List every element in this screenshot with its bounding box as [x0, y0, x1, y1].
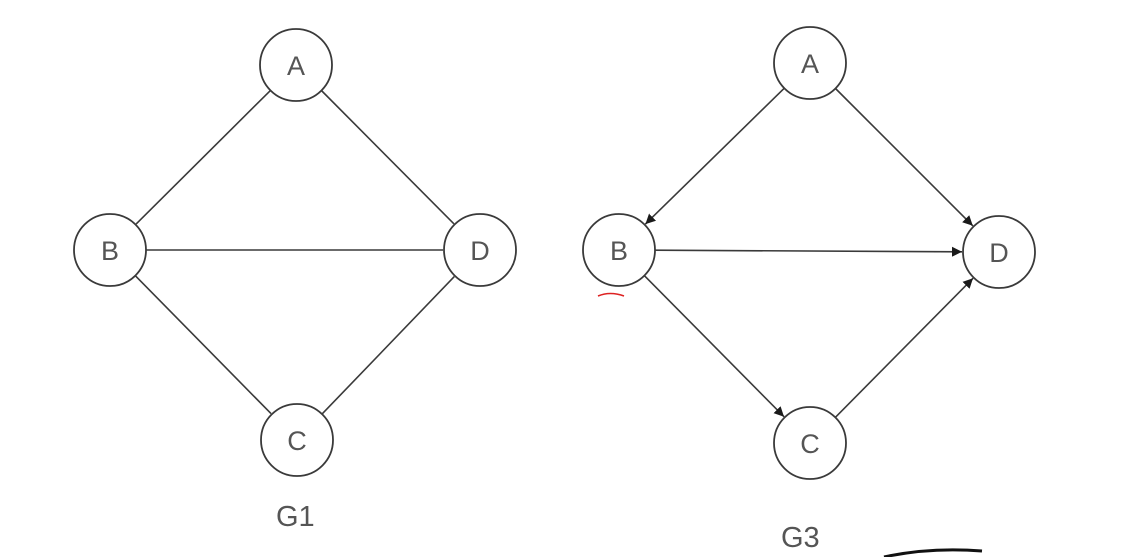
g3-node-label-b: B	[610, 236, 628, 266]
g1-node-label-d: D	[470, 236, 490, 266]
g3-edges	[643, 87, 974, 418]
g1-edge-b-c	[134, 275, 272, 415]
g3-edge-c-d	[834, 277, 974, 418]
g1-node-circle-d	[443, 213, 517, 287]
g1-node-d: D	[443, 213, 517, 287]
g3-edge-b-c	[643, 275, 785, 418]
g3-edge-a-d	[834, 87, 974, 227]
g1-edge-a-d	[320, 89, 455, 225]
g1-node-label-a: A	[287, 51, 305, 81]
graph-caption-g1: G1	[276, 501, 315, 533]
g1-node-circle-b	[73, 213, 147, 287]
g1-node-a: A	[259, 28, 333, 102]
g1-edges	[134, 89, 455, 415]
g1-edge-c-d	[321, 276, 455, 415]
g1-node-label-c: C	[287, 426, 307, 456]
graph-g3: A B C D G3	[582, 26, 1036, 554]
g3-node-circle-b	[582, 213, 656, 287]
g3-node-circle-d	[962, 215, 1036, 289]
graph-g1: A B C D G1	[73, 28, 517, 533]
red-pen-mark	[597, 292, 625, 297]
g1-node-b: B	[73, 213, 147, 287]
g1-nodes: A B C D	[73, 28, 517, 477]
g3-node-c: C	[773, 406, 847, 480]
g3-node-label-d: D	[989, 238, 1009, 268]
black-pen-mark	[883, 548, 983, 557]
g1-node-label-b: B	[101, 236, 119, 266]
graph-caption-g3: G3	[781, 522, 820, 554]
g3-node-circle-c	[773, 406, 847, 480]
g3-node-a: A	[773, 26, 847, 100]
g3-node-circle-a	[773, 26, 847, 100]
g3-nodes: A B C D	[582, 26, 1036, 480]
g1-node-c: C	[260, 403, 334, 477]
g3-node-label-c: C	[800, 429, 820, 459]
g3-node-b: B	[582, 213, 656, 287]
g1-node-circle-c	[260, 403, 334, 477]
g3-node-d: D	[962, 215, 1036, 289]
g3-edge-b-d	[654, 246, 963, 257]
g1-edge-a-b	[135, 89, 272, 225]
g3-edge-a-b	[644, 87, 785, 225]
g1-node-circle-a	[259, 28, 333, 102]
g3-node-label-a: A	[801, 49, 819, 79]
